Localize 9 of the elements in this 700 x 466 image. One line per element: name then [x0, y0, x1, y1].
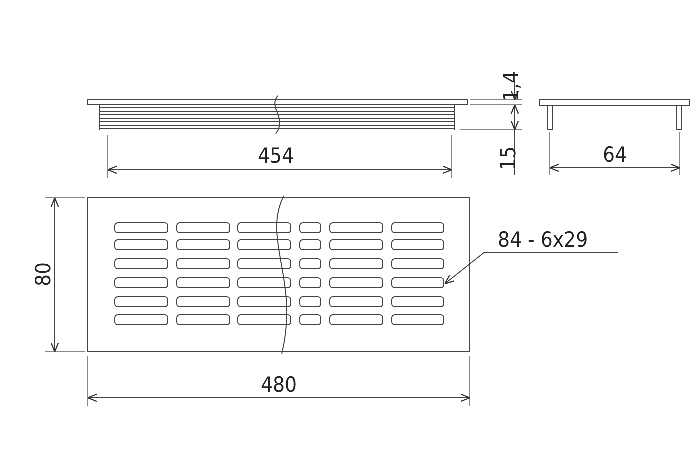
dimension-text: 80	[34, 262, 55, 287]
vent-slot	[392, 278, 444, 288]
dimension-text: 480	[261, 375, 298, 396]
leader-line	[444, 252, 618, 285]
callout-text: 84 - 6x29	[498, 230, 588, 251]
dimension-text: 454	[258, 146, 294, 167]
dimension-text: 64	[603, 145, 628, 166]
dimension-text: 15	[498, 146, 520, 171]
dimension-text: 1,4	[502, 71, 523, 102]
